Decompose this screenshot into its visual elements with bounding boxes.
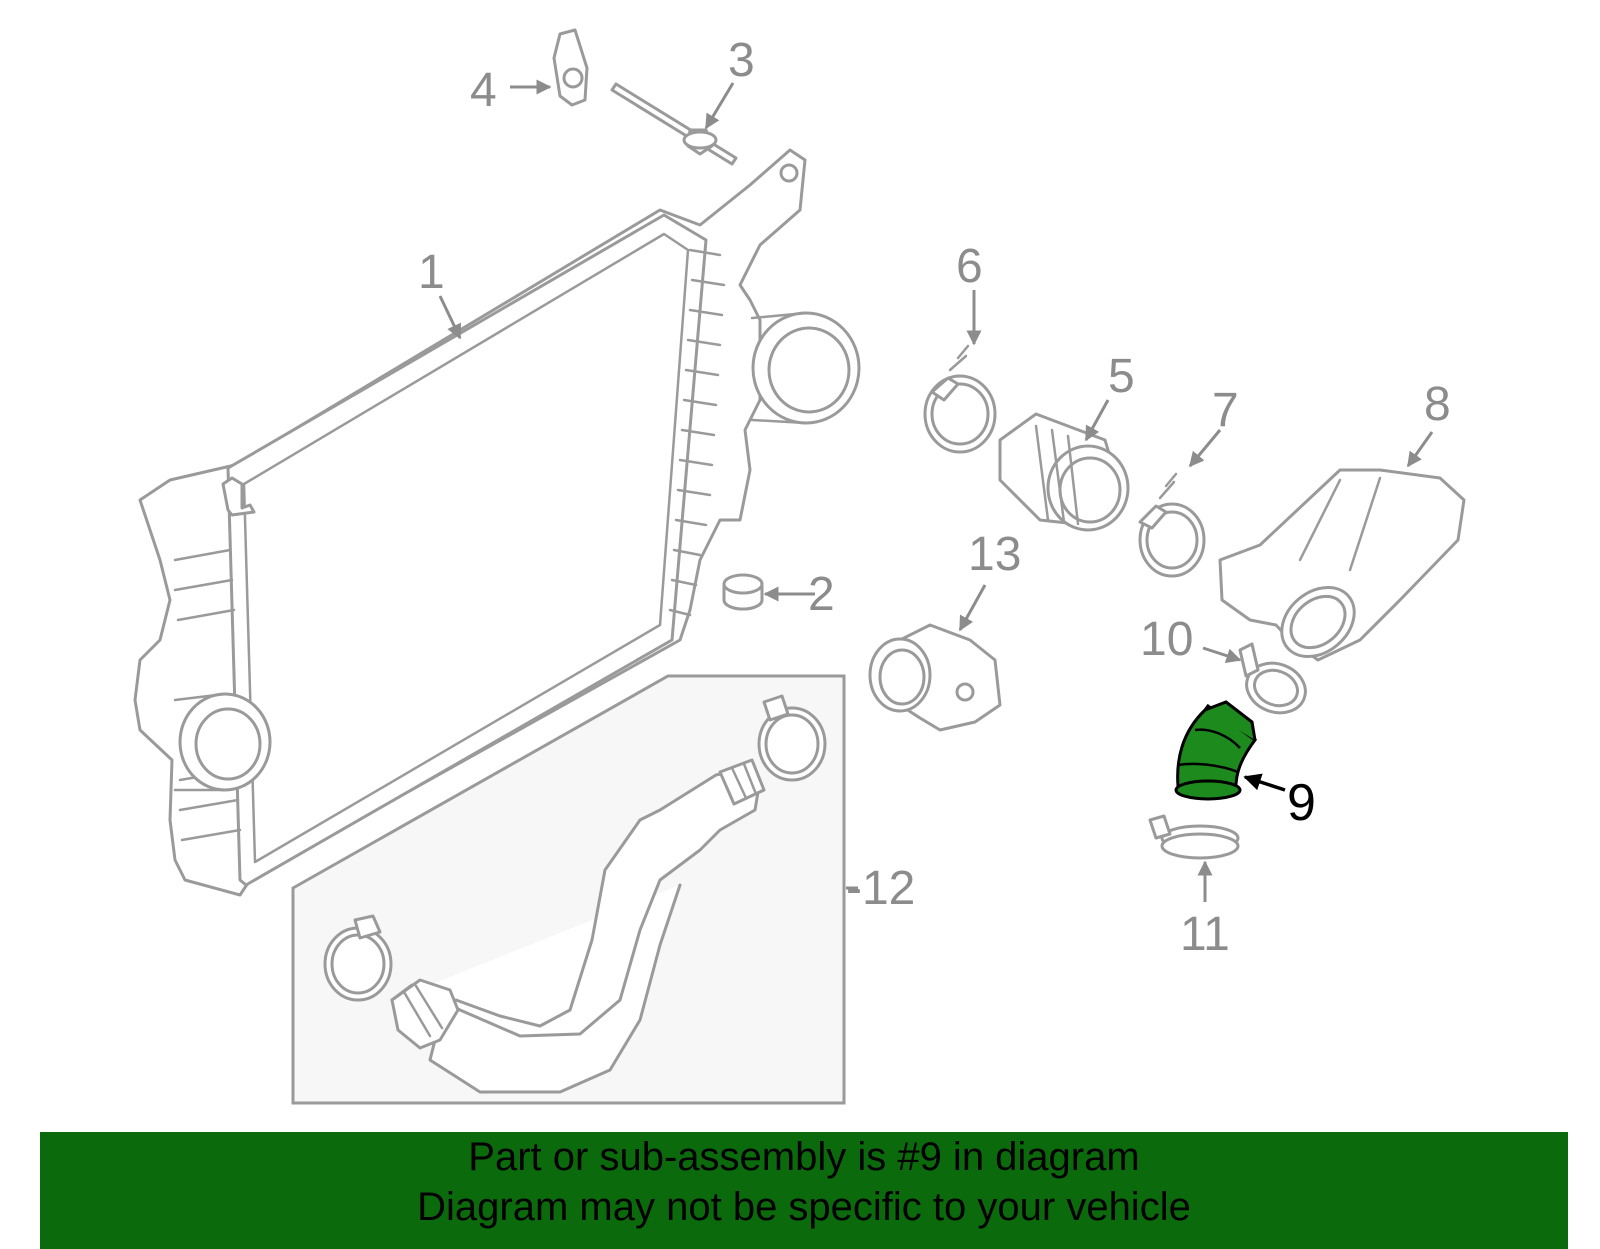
callout-9: 9 xyxy=(1287,774,1316,832)
callout-11: 11 xyxy=(1180,908,1230,961)
part-9-elbow-hose-highlighted xyxy=(1174,700,1258,801)
callout-labels: 1 2 3 4 5 6 7 8 9 10 11 -12 13 xyxy=(418,34,1451,961)
banner-line-2: Diagram may not be specific to your vehi… xyxy=(417,1185,1191,1229)
callout-5: 5 xyxy=(1108,350,1135,403)
part-13-throttle-body xyxy=(868,623,1002,732)
leader-lines xyxy=(438,79,1434,902)
part-2-plug xyxy=(722,573,764,611)
part-7-clamp xyxy=(1138,472,1206,578)
callout-12: -12 xyxy=(846,862,915,915)
callout-2: 2 xyxy=(808,568,835,621)
banner-line-1: Part or sub-assembly is #9 in diagram xyxy=(468,1135,1140,1179)
callout-7: 7 xyxy=(1212,384,1239,437)
part-12-hose-assembly xyxy=(323,694,827,1094)
callout-6: 6 xyxy=(956,240,983,293)
part-8-intake-tube xyxy=(1218,468,1466,662)
part-4-bracket-nut xyxy=(552,28,589,107)
part-6-clamp xyxy=(923,344,997,454)
callout-10: 10 xyxy=(1140,613,1193,666)
callout-13: 13 xyxy=(968,528,1021,581)
callout-8: 8 xyxy=(1424,378,1451,431)
callout-3: 3 xyxy=(728,34,755,87)
info-banner: Part or sub-assembly is #9 in diagram Di… xyxy=(40,1132,1568,1249)
part-1-intercooler xyxy=(133,148,861,897)
callout-4: 4 xyxy=(470,64,497,117)
callout-1: 1 xyxy=(418,246,445,299)
part-3-bolt xyxy=(610,82,738,166)
part-10-clamp xyxy=(1238,642,1307,715)
part-11-clamp xyxy=(1148,814,1240,860)
part-5-coupler xyxy=(998,412,1130,532)
